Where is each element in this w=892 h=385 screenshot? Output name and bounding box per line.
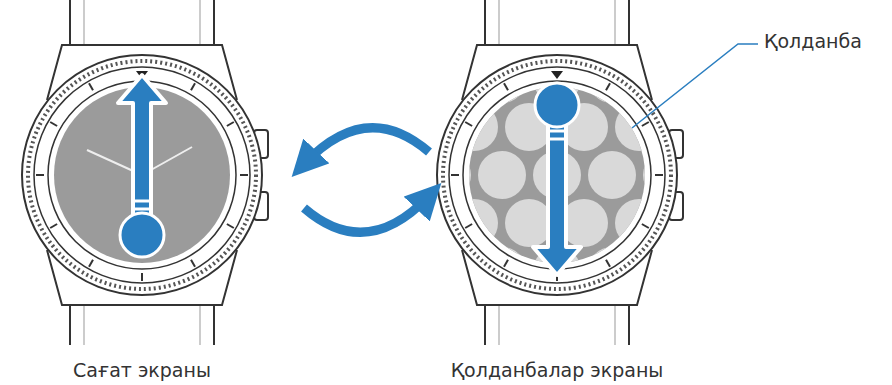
leader-line [632, 44, 758, 128]
tick [36, 174, 44, 176]
screen-caption: Қолданбалар экраны [437, 359, 677, 381]
watch [423, 0, 718, 345]
tick [465, 224, 472, 228]
screen-caption: Сағат экраны [10, 359, 274, 381]
app-icon [670, 199, 718, 247]
screen-node: Қолданбалар экраны [437, 0, 677, 385]
swipe-dash [548, 138, 566, 141]
app-icon [423, 247, 471, 295]
swipe-arrow [118, 75, 166, 235]
swipe-arrow [533, 105, 581, 275]
bezel [437, 55, 677, 295]
tick [642, 122, 649, 126]
tick [191, 83, 195, 90]
swap-arrow [304, 128, 429, 164]
knurling [443, 61, 671, 289]
app-icon [478, 247, 526, 295]
marker [551, 71, 563, 79]
watch [22, 0, 268, 345]
swipe-dash [133, 200, 151, 203]
app-icon [423, 55, 471, 103]
app-icon [478, 151, 526, 199]
swipe-dash [133, 208, 151, 211]
touch-point [120, 213, 164, 257]
app-icon [478, 55, 526, 103]
app-icon [450, 103, 498, 151]
app-icon [643, 247, 691, 295]
app-icon [643, 151, 691, 199]
app-icon [505, 199, 553, 247]
tick [606, 83, 610, 90]
tick [89, 260, 93, 267]
tick [227, 122, 234, 126]
tick [451, 174, 459, 176]
tick [642, 224, 649, 228]
app-icon [588, 151, 636, 199]
tick [50, 224, 57, 228]
tick [50, 122, 57, 126]
swap-arrow [304, 196, 429, 232]
app-icon [670, 103, 718, 151]
app-grid [423, 55, 718, 295]
swipe-dash [548, 130, 566, 133]
knurling [28, 61, 256, 289]
tick [504, 260, 508, 267]
callout-label: Қолданба [762, 30, 864, 52]
tick [240, 174, 248, 176]
app-icon [450, 199, 498, 247]
tick [227, 224, 234, 228]
app-icon [423, 151, 471, 199]
app-icon [588, 55, 636, 103]
tick [504, 83, 508, 90]
tick [465, 122, 472, 126]
app-icon [615, 103, 663, 151]
tick [606, 260, 610, 267]
app-icon [643, 55, 691, 103]
app-icon [588, 247, 636, 295]
app-icon [615, 199, 663, 247]
tick [89, 83, 93, 90]
bezel [22, 55, 262, 295]
bezel-ring [34, 67, 250, 283]
tick [191, 260, 195, 267]
bezel-ring [449, 67, 665, 283]
touch-point [535, 83, 579, 127]
tick [141, 273, 143, 281]
tick [655, 174, 663, 176]
screen-node: Сағат экраны [10, 0, 274, 385]
